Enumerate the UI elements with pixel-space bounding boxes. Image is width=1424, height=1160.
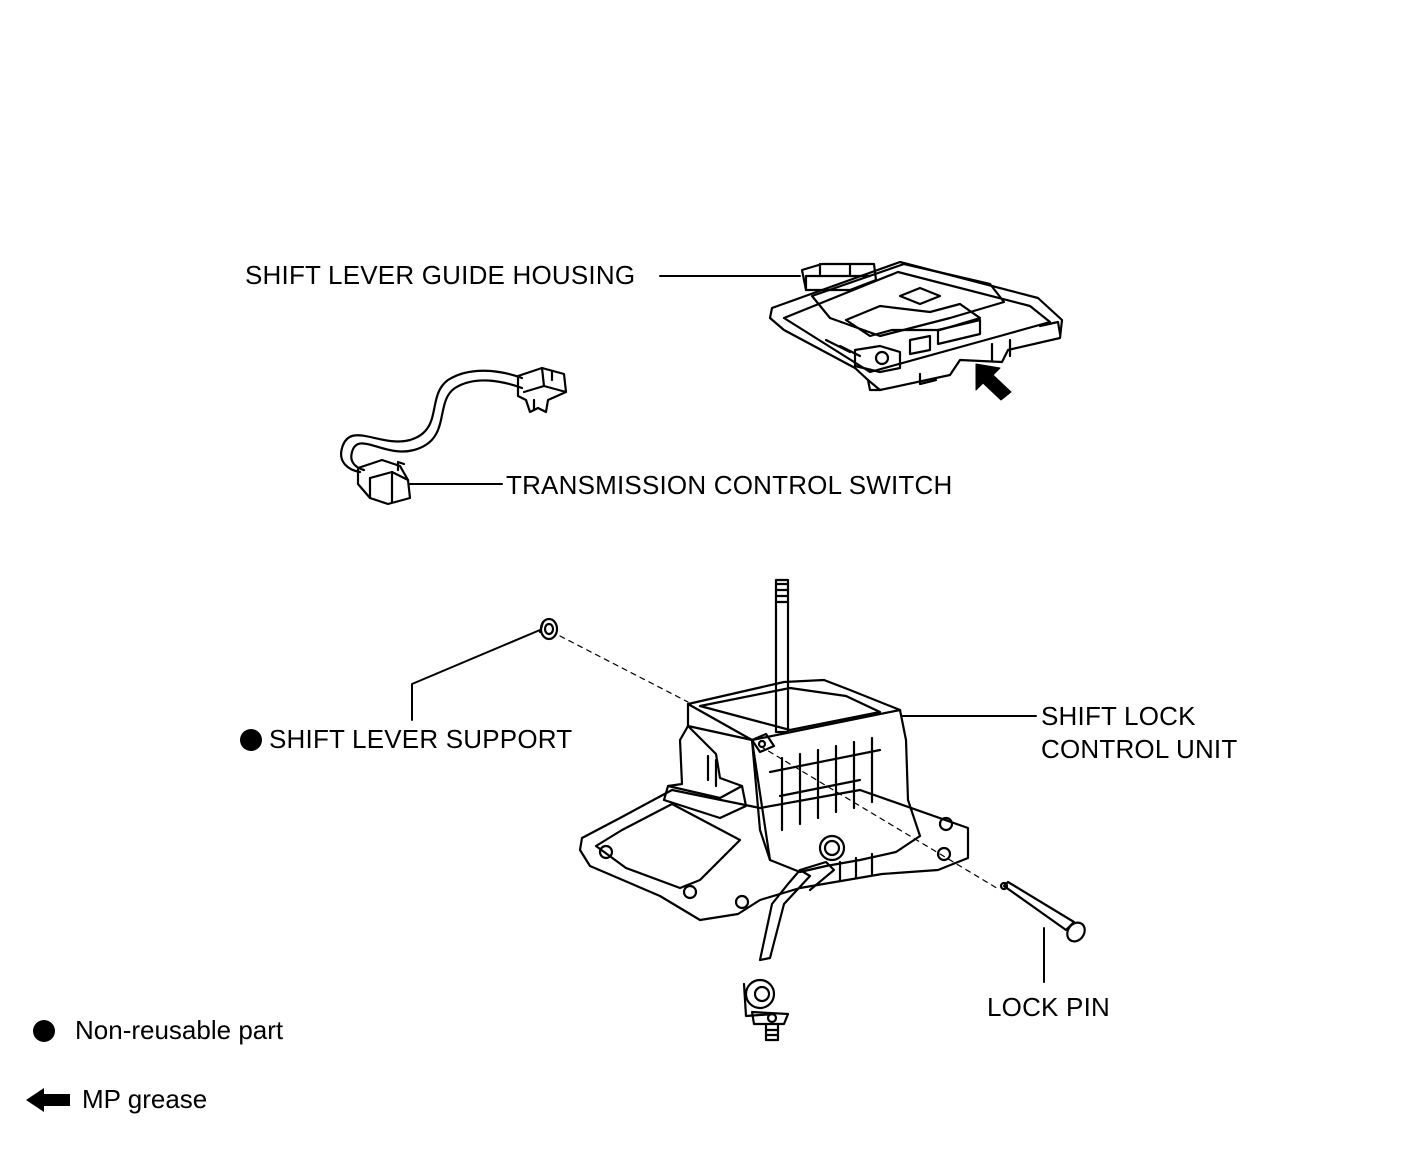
control-switch-drawing [340,366,568,506]
alignment-lines [559,635,1001,891]
legend-non-reusable-icon [33,1020,55,1042]
label-shift-lock-control-unit-line1: SHIFT LOCK [1041,701,1196,731]
leader-lever-support [411,629,541,721]
label-shift-lever-support: SHIFT LEVER SUPPORT [269,724,573,754]
leader-lines [409,275,1045,983]
lock-pin-drawing [999,880,1086,943]
lever-support-drawing [538,617,559,641]
legend-mp-grease-text: MP grease [82,1084,208,1114]
label-shift-lever-guide-housing: SHIFT LEVER GUIDE HOUSING [245,260,636,290]
label-lock-pin: LOCK PIN [987,992,1110,1022]
mp-grease-arrow-icon [975,363,1012,401]
non-reusable-mark-icon [240,729,262,751]
legend-grease-arrow-icon [26,1088,70,1112]
legend-non-reusable-text: Non-reusable part [75,1015,284,1045]
guide-housing-drawing [768,260,1064,392]
label-shift-lock-control-unit-line2: CONTROL UNIT [1041,734,1238,764]
label-transmission-control-switch: TRANSMISSION CONTROL SWITCH [506,470,953,500]
lock-control-unit-drawing [578,578,970,1042]
